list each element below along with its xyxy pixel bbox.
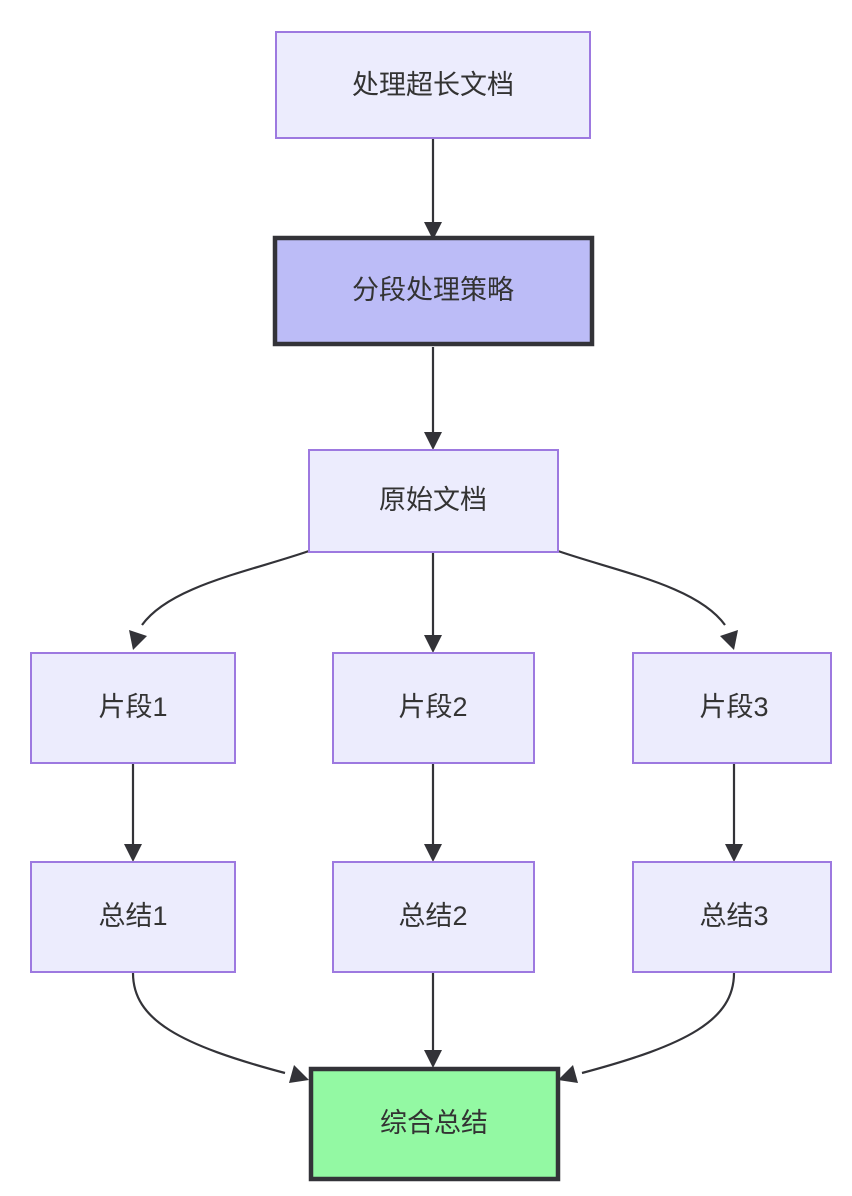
node-box[interactable] bbox=[308, 449, 559, 553]
edge-n6-n9 bbox=[725, 764, 743, 862]
arrowhead-icon bbox=[720, 630, 738, 650]
node-box[interactable] bbox=[308, 1066, 561, 1182]
edge-line bbox=[141, 549, 310, 626]
arrowhead-icon bbox=[558, 1065, 578, 1083]
arrowhead-icon bbox=[124, 844, 142, 862]
node-box[interactable] bbox=[30, 861, 236, 973]
node-box[interactable] bbox=[632, 652, 832, 764]
edge-n8-n10 bbox=[424, 973, 442, 1068]
node-fragment-2[interactable]: 片段2 bbox=[332, 652, 535, 764]
arrowhead-icon bbox=[129, 630, 147, 650]
node-summary-1[interactable]: 总结1 bbox=[30, 861, 236, 973]
edge-n5-n8 bbox=[424, 764, 442, 862]
edge-n3-n6 bbox=[557, 549, 738, 650]
node-summary-2[interactable]: 总结2 bbox=[332, 861, 535, 973]
node-box[interactable] bbox=[30, 652, 236, 764]
edge-n1-n2 bbox=[424, 138, 442, 240]
arrowhead-icon bbox=[424, 1050, 442, 1068]
arrowhead-icon bbox=[424, 635, 442, 653]
node-original-document[interactable]: 原始文档 bbox=[308, 449, 559, 553]
arrowhead-icon bbox=[725, 844, 743, 862]
edge-line bbox=[557, 549, 726, 626]
node-box[interactable] bbox=[332, 652, 535, 764]
node-chunking-strategy[interactable]: 分段处理策略 bbox=[272, 235, 595, 347]
edge-n7-n10 bbox=[131, 972, 309, 1083]
edge-n9-n10 bbox=[558, 972, 736, 1083]
node-layer: 处理超长文档 分段处理策略 原始文档 片段1 片段2 片段3 bbox=[30, 31, 832, 1182]
edge-n2-n3 bbox=[424, 347, 442, 450]
edge-n3-n4 bbox=[129, 549, 310, 650]
node-box[interactable] bbox=[632, 861, 832, 973]
edge-n4-n7 bbox=[124, 764, 142, 862]
edge-layer bbox=[124, 138, 743, 1083]
node-process-long-document[interactable]: 处理超长文档 bbox=[275, 31, 591, 139]
node-box[interactable] bbox=[272, 235, 595, 347]
arrowhead-icon bbox=[424, 432, 442, 450]
node-comprehensive-summary[interactable]: 综合总结 bbox=[308, 1066, 561, 1182]
arrowhead-icon bbox=[289, 1065, 309, 1083]
arrowhead-icon bbox=[424, 222, 442, 240]
node-summary-3[interactable]: 总结3 bbox=[632, 861, 832, 973]
edge-line bbox=[581, 972, 736, 1075]
node-fragment-3[interactable]: 片段3 bbox=[632, 652, 832, 764]
arrowhead-icon bbox=[424, 844, 442, 862]
edge-line bbox=[131, 972, 286, 1075]
node-fragment-1[interactable]: 片段1 bbox=[30, 652, 236, 764]
edge-n3-n5 bbox=[424, 552, 442, 653]
node-box[interactable] bbox=[275, 31, 591, 139]
node-box[interactable] bbox=[332, 861, 535, 973]
